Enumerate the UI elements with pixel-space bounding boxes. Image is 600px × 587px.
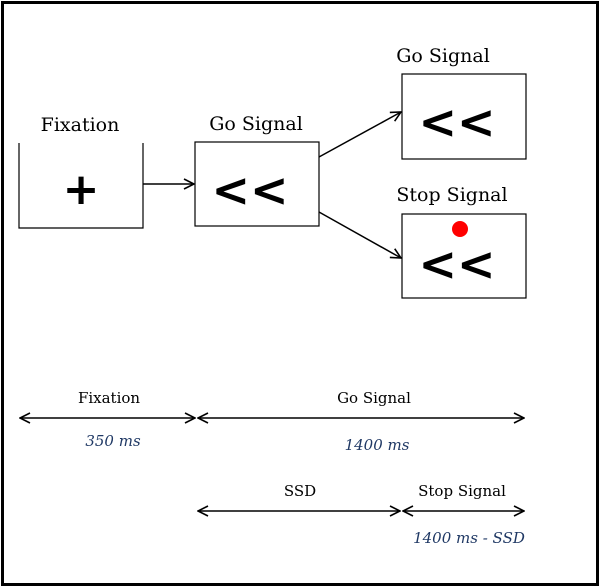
go-outcome-label: Go Signal (396, 45, 490, 67)
timeline-ssd-label: SSD (284, 482, 316, 500)
timeline-stop-label: Stop Signal (418, 482, 506, 500)
stop-outcome-label: Stop Signal (396, 184, 507, 206)
timeline-go-duration: 1400 ms (345, 436, 410, 454)
stop-signal-dot (452, 221, 468, 237)
fixation-label: Fixation (41, 114, 120, 136)
arrow-go-to-stop-outcome (318, 211, 401, 258)
go-outcome-arrows: << (418, 95, 495, 149)
timeline-fixation-label: Fixation (78, 389, 140, 407)
timeline-go-label: Go Signal (337, 389, 411, 407)
arrow-go-to-go-outcome (318, 112, 401, 158)
go-signal-label: Go Signal (209, 113, 303, 135)
fixation-box (18, 143, 144, 229)
stop-outcome-box (401, 213, 527, 299)
go-signal-box (194, 141, 320, 227)
fixation-cross: + (63, 164, 100, 215)
timeline-stop-duration: 1400 ms - SSD (413, 529, 525, 547)
go-outcome-box (401, 73, 527, 160)
stop-outcome-arrows: << (418, 237, 495, 291)
go-signal-arrows: << (211, 163, 288, 217)
timeline-fixation-duration: 350 ms (85, 432, 141, 450)
